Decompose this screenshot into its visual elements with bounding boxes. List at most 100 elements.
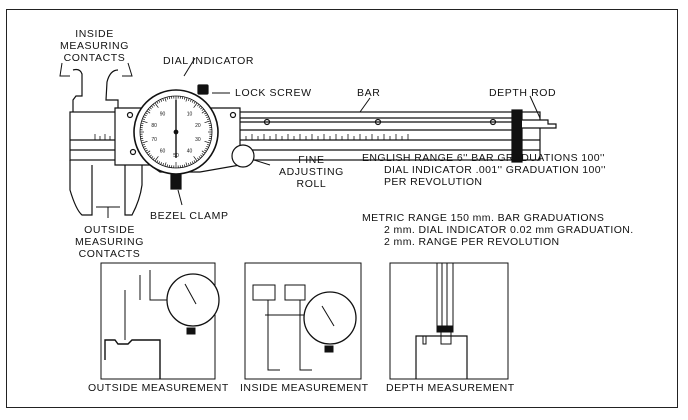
dial-tick bbox=[146, 110, 151, 114]
dial-tick bbox=[185, 97, 188, 102]
dial-tick bbox=[154, 156, 159, 162]
dial-tick bbox=[206, 145, 209, 148]
label-line: INSIDE bbox=[75, 28, 114, 40]
dial-tick bbox=[204, 112, 207, 115]
label-fine-adjusting-roll: FINE ADJUSTING ROLL bbox=[279, 154, 344, 190]
dial-tick bbox=[149, 154, 152, 157]
dial-tick bbox=[206, 116, 209, 119]
dial-tick bbox=[204, 120, 211, 124]
dial-tick bbox=[185, 162, 188, 167]
dial-tick bbox=[141, 122, 144, 125]
dial-number: 10 bbox=[187, 111, 193, 117]
label-inside-measuring-contacts: INSIDE MEASURING CONTACTS bbox=[60, 28, 129, 64]
dial-tick bbox=[183, 97, 186, 100]
dial-tick bbox=[193, 160, 196, 163]
dial-tick bbox=[200, 154, 203, 157]
label-line: MEASURING bbox=[75, 236, 144, 248]
dial-number: 70 bbox=[151, 137, 157, 143]
spec-line: 2 mm. DIAL INDICATOR 0.02 mm GRADUATION. bbox=[384, 224, 634, 236]
dial-tick bbox=[143, 116, 146, 119]
dial-tick bbox=[141, 140, 148, 144]
label-dial-indicator: DIAL INDICATOR bbox=[163, 55, 255, 67]
dial-tick bbox=[145, 149, 148, 152]
dial-tick bbox=[156, 160, 159, 163]
dial-tick bbox=[158, 161, 161, 164]
panel-depth bbox=[389, 262, 509, 380]
dial-tick bbox=[142, 144, 145, 146]
label-line: ROLL bbox=[296, 178, 327, 190]
dial-tick bbox=[188, 98, 190, 101]
dial-tick bbox=[141, 120, 148, 124]
spec-line: 2 mm. RANGE PER REVOLUTION bbox=[384, 236, 560, 248]
label-line: CONTACTS bbox=[78, 248, 141, 260]
dial-tick bbox=[197, 104, 200, 107]
spec-line: ENGLISH RANGE 6'' BAR GRADUATIONS 100'' bbox=[362, 152, 605, 164]
label-depth-rod: DEPTH ROD bbox=[489, 87, 557, 99]
dial-number: 60 bbox=[160, 149, 166, 155]
dial-tick bbox=[201, 108, 204, 111]
label-line: OUTSIDE bbox=[84, 224, 135, 236]
dial-tick bbox=[142, 118, 145, 120]
dial-number: 20 bbox=[195, 123, 201, 129]
dial-tick bbox=[151, 156, 154, 159]
spec-line: DIAL INDICATOR .001'' GRADUATION 100'' bbox=[384, 164, 606, 176]
dial-tick bbox=[148, 153, 151, 156]
dial-tick bbox=[204, 140, 211, 144]
dial-number: 30 bbox=[195, 137, 201, 143]
dial-tick bbox=[208, 139, 211, 142]
dial-tick bbox=[146, 150, 151, 154]
dial-tick bbox=[154, 102, 159, 108]
bar-scale bbox=[94, 134, 409, 140]
caption-inside-measurement: INSIDE MEASUREMENT bbox=[240, 382, 369, 394]
dial-tick bbox=[158, 100, 161, 103]
spec-metric: METRIC RANGE 150 mm. BAR GRADUATIONS 2 m… bbox=[362, 212, 634, 248]
panel-outside bbox=[100, 262, 220, 380]
dial-tick bbox=[191, 161, 194, 164]
inside-jaw-fixed bbox=[72, 68, 83, 112]
dial-tick bbox=[208, 122, 211, 125]
dial-tick bbox=[200, 107, 203, 110]
dial-tick bbox=[166, 164, 169, 167]
dial-number: 80 bbox=[151, 123, 157, 129]
dial-tick bbox=[160, 162, 163, 165]
dial-tick bbox=[201, 153, 204, 156]
figure-frame bbox=[6, 9, 678, 408]
dial-tick bbox=[183, 164, 186, 167]
outside-jaw-movable bbox=[124, 160, 143, 216]
caption-depth-measurement: DEPTH MEASUREMENT bbox=[386, 382, 515, 394]
label-bar: BAR bbox=[357, 87, 381, 99]
dial-tick bbox=[193, 102, 198, 108]
dial-tick bbox=[198, 105, 201, 108]
dial-tick bbox=[148, 108, 151, 111]
label-line: FINE bbox=[298, 154, 325, 166]
dial-tick bbox=[160, 99, 163, 102]
fine-adjusting-roll bbox=[231, 144, 255, 168]
dial-tick bbox=[205, 147, 208, 150]
dial-tick bbox=[191, 100, 194, 103]
lock-screw bbox=[197, 84, 209, 95]
dial-tick bbox=[166, 97, 169, 100]
dial-tick bbox=[193, 156, 198, 162]
dial-tick bbox=[189, 162, 192, 165]
dial-tick bbox=[201, 150, 206, 154]
caption-outside-measurement: OUTSIDE MEASUREMENT bbox=[88, 382, 229, 394]
label-line: CONTACTS bbox=[63, 52, 126, 64]
outside-jaw-fixed bbox=[69, 160, 93, 216]
label-lock-screw: LOCK SCREW bbox=[235, 87, 312, 99]
dial-tick bbox=[164, 162, 167, 167]
dial-tick bbox=[151, 105, 154, 108]
dial-tick bbox=[144, 114, 147, 117]
bezel-clamp bbox=[170, 174, 182, 190]
depth-rod bbox=[522, 119, 557, 129]
dial-tick bbox=[201, 110, 206, 114]
inside-jaw-movable bbox=[105, 69, 119, 112]
bar-end-block bbox=[511, 109, 523, 163]
dial-tick bbox=[198, 156, 201, 159]
spec-english: ENGLISH RANGE 6'' BAR GRADUATIONS 100'' … bbox=[362, 152, 606, 188]
dial-tick bbox=[197, 157, 200, 160]
dial-tick bbox=[204, 149, 207, 152]
dial-tick bbox=[188, 163, 190, 166]
label-outside-measuring-contacts: OUTSIDE MEASURING CONTACTS bbox=[75, 224, 144, 260]
dial-tick bbox=[156, 101, 159, 104]
dial-tick bbox=[189, 99, 192, 102]
